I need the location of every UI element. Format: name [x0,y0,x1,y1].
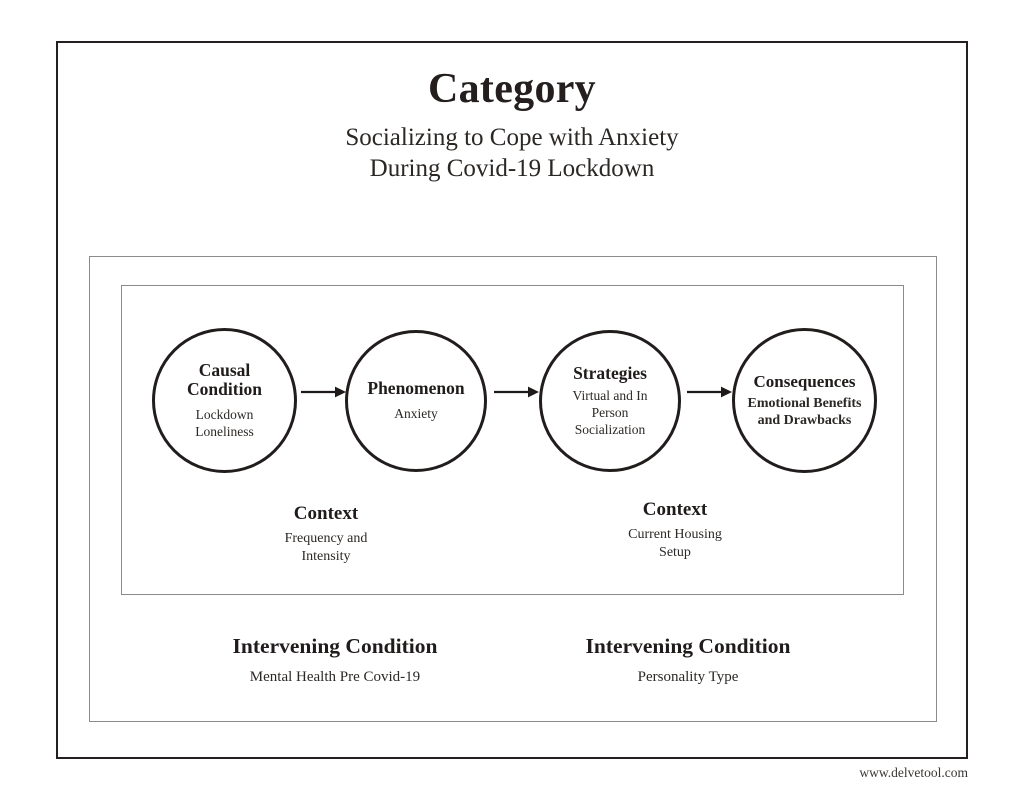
intervening-left-sub: Mental Health Pre Covid-19 [249,668,421,685]
node-strategies-sub-line-2: Person [591,404,629,420]
page-title: Category [427,66,596,112]
node-strategies-sub-line-1: Virtual and In [572,388,648,404]
title-block: Category Socializing to Cope with Anxiet… [56,66,968,184]
node-strategies[interactable]: Strategies Virtual and In Person Sociali… [539,330,681,472]
page-subtitle-line-1: Socializing to Cope with Anxiety [345,124,679,152]
arrow-causal-to-phenomenon [301,385,347,399]
node-causal-condition-sub-line-2: Loneliness [195,423,254,439]
context-right-sub: Current Housing Setup [555,526,795,562]
context-right-sub-line-2: Setup [659,544,691,560]
footer-url: www.delvetool.com [859,765,968,780]
node-strategies-heading-line-1: Strategies [573,362,647,383]
context-right-title: Context [642,499,708,520]
context-left: Context Frequency and Intensity [206,503,446,566]
node-consequences-sub-line-2: and Drawbacks [757,413,852,429]
node-phenomenon-sub: Anxiety [394,406,438,423]
intervening-left-title: Intervening Condition [232,634,438,658]
node-strategies-sub: Virtual and In Person Socialization [573,388,648,438]
node-consequences-heading-line-1: Consequences [753,371,856,391]
page-subtitle-line-2: During Covid-19 Lockdown [369,154,655,182]
context-left-title: Context [293,503,359,524]
node-causal-condition-heading: Causal Condition [187,359,262,400]
intervening-right: Intervening Condition Personality Type [523,634,853,687]
node-strategies-sub-line-3: Socialization [574,421,646,437]
page-subtitle: Socializing to Cope with Anxiety During … [56,123,968,184]
inner-container-box [121,285,904,595]
context-left-sub-line-2: Intensity [301,548,351,564]
node-phenomenon[interactable]: Phenomenon Anxiety [345,330,487,472]
node-consequences[interactable]: Consequences Emotional Benefits and Draw… [732,328,877,473]
node-phenomenon-sub-line-1: Anxiety [394,405,438,421]
context-left-sub: Frequency and Intensity [206,530,446,566]
intervening-right-sub: Personality Type [637,668,739,685]
intervening-left: Intervening Condition Mental Health Pre … [170,634,500,687]
node-causal-condition-sub: Lockdown Loneliness [195,407,254,440]
node-consequences-heading: Consequences [753,372,855,391]
context-left-sub-line-1: Frequency and [284,530,368,546]
node-phenomenon-heading: Phenomenon [367,379,464,399]
node-strategies-heading: Strategies [573,362,647,384]
node-causal-condition[interactable]: Causal Condition Lockdown Loneliness [152,328,297,473]
arrow-phenomenon-to-strategies [494,385,540,399]
arrow-strategies-to-consequences [687,385,733,399]
node-causal-condition-heading-line-2: Condition [187,379,262,400]
node-consequences-sub-line-1: Emotional Benefits [747,395,862,411]
middle-container-box [89,256,937,722]
node-causal-condition-heading-line-1: Causal [198,359,251,380]
node-causal-condition-sub-line-1: Lockdown [195,406,254,422]
context-right-sub-line-1: Current Housing [628,526,722,542]
context-right: Context Current Housing Setup [555,499,795,562]
intervening-right-title: Intervening Condition [585,634,791,658]
node-consequences-sub: Emotional Benefits and Drawbacks [748,395,862,430]
node-phenomenon-heading-line-1: Phenomenon [367,378,465,399]
